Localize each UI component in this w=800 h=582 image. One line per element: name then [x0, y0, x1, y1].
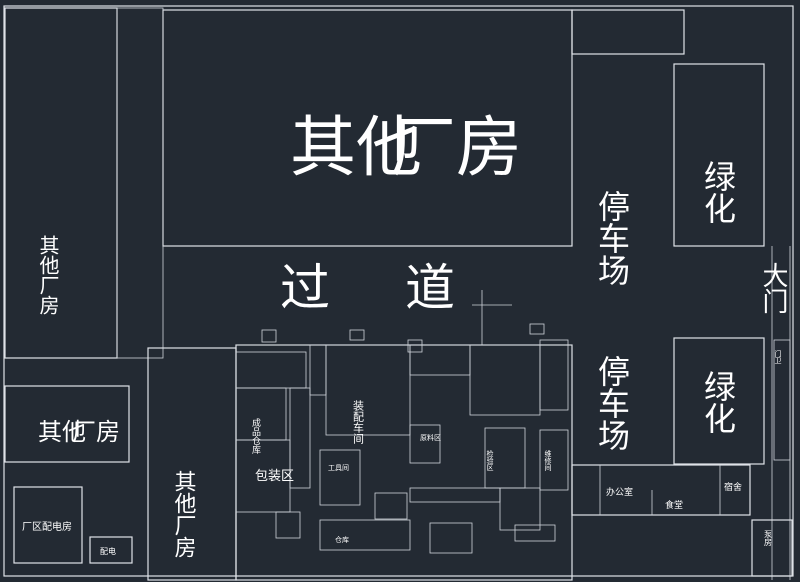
- room-d4: [499, 487, 541, 531]
- other-plant-left-2-label-1: 其他: [38, 418, 86, 446]
- room-e4: [275, 511, 301, 539]
- other-plant-left-2-label-2: 厂房: [72, 418, 120, 446]
- door-tag-3: [407, 339, 423, 353]
- room-a5: [309, 344, 327, 396]
- other-plant-top-label-2: 厂房: [390, 109, 522, 186]
- substation-label: 厂区配电房: [22, 520, 72, 533]
- greenery-bottom: [673, 337, 765, 465]
- other-plant-left-label: 其他厂房: [36, 235, 60, 315]
- room-a4: [289, 387, 311, 489]
- room-c3: [539, 429, 569, 491]
- dorm-label: 宿舍: [724, 481, 742, 493]
- substation: [13, 486, 83, 564]
- door-tag-4: [529, 323, 545, 335]
- guard-label: 门卫: [774, 349, 782, 364]
- room-d1: [319, 449, 361, 506]
- office-block: [571, 464, 751, 516]
- warehouse-label: 成品仓库: [250, 417, 261, 455]
- pump-label: 泵房: [764, 530, 773, 547]
- room-c1: [409, 424, 441, 464]
- passage-label-1: 过: [280, 259, 330, 317]
- greenery-top-label: 绿化: [699, 160, 737, 224]
- site-boundary: [3, 5, 794, 577]
- room-a2: [235, 387, 287, 441]
- left-strip: [116, 7, 164, 359]
- material-label: 原料区: [420, 433, 441, 442]
- other-plant-left: [4, 7, 118, 359]
- packing-label: 包装区: [255, 469, 294, 484]
- tool-room-label: 工具间: [328, 464, 349, 472]
- canteen-label: 食堂: [665, 499, 683, 511]
- room-d3: [409, 487, 501, 503]
- small-room-label: 配电: [100, 546, 116, 556]
- passage-label-2: 道: [405, 259, 455, 317]
- room-b3: [539, 339, 569, 411]
- testing-label: 检验区: [486, 449, 494, 471]
- annex-top-right: [571, 9, 685, 55]
- room-d2: [374, 492, 408, 520]
- other-plant-left-2: [4, 385, 130, 463]
- guard-box: [773, 339, 791, 461]
- room-e3: [514, 524, 556, 542]
- storage-label: 仓库: [335, 535, 349, 544]
- pump-room: [751, 519, 793, 577]
- room-b2: [469, 344, 541, 416]
- room-e1: [319, 519, 411, 551]
- greenery-top: [673, 63, 765, 247]
- office-label: 办公室: [606, 486, 633, 498]
- parking-bottom-label: 停车场: [593, 355, 631, 451]
- other-plant-lower-label: 其他厂房: [171, 470, 197, 558]
- parking-top-label: 停车场: [593, 190, 631, 286]
- main-building: [235, 344, 573, 581]
- room-e2: [429, 522, 473, 554]
- gate-label: 大门: [758, 262, 788, 314]
- workshop: [325, 344, 411, 436]
- maintenance-label: 维修间: [544, 449, 552, 472]
- door-tag-1: [261, 329, 277, 343]
- other-plant-top-label-1: 其他: [290, 109, 422, 186]
- door-tag-2: [349, 329, 365, 341]
- small-room: [89, 536, 133, 564]
- greenery-bottom-label: 绿化: [699, 370, 737, 434]
- door-tags: [261, 323, 545, 353]
- room-b1: [409, 344, 471, 376]
- workshop-label: 装配车间: [352, 400, 365, 445]
- room-a1: [235, 351, 307, 389]
